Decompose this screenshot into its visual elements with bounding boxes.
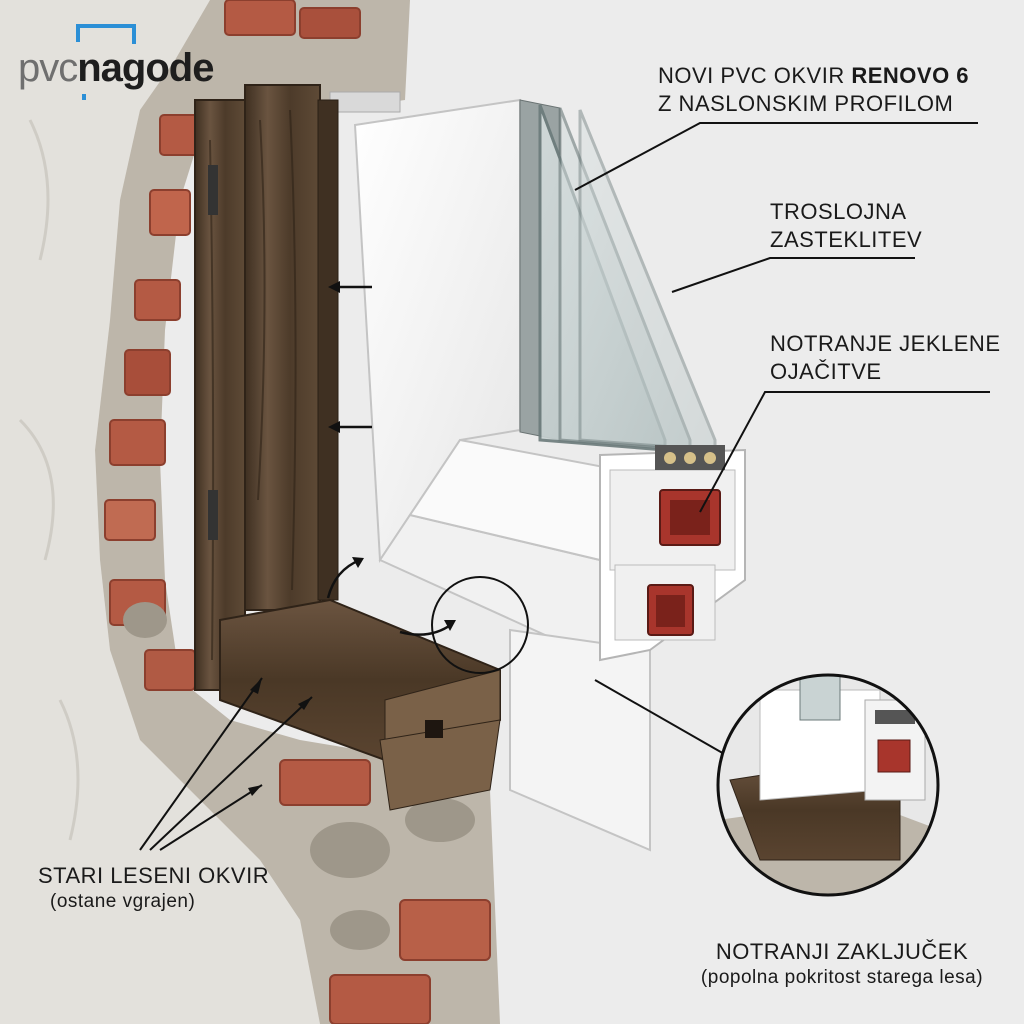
leader-lines [139, 122, 990, 851]
label-steel-reinforcement: NOTRANJE JEKLENE OJAČITVE [770, 330, 1001, 386]
logo-mark [76, 24, 136, 100]
old-frame-label-line2: (ostane vgrajen) [50, 891, 196, 912]
logo-text: pvcnagode [18, 46, 214, 91]
old-wooden-frame [194, 84, 501, 811]
plaster-wall [0, 0, 320, 1024]
label-old-wooden-frame: STARI LESENI OKVIR (ostane vgrajen) [38, 862, 269, 914]
steel-label-line1: NOTRANJE JEKLENE [770, 331, 1001, 356]
finish-label-line1: NOTRANJI ZAKLJUČEK [715, 939, 969, 964]
glazing-label-line2: ZASTEKLITEV [770, 227, 923, 252]
frame-label-prefix: NOVI PVC OKVIR [658, 63, 852, 88]
bricks [104, 0, 491, 1024]
frame-label-model: RENOVO 6 [851, 63, 970, 88]
pvcnagode-logo: pvcnagode [18, 20, 223, 100]
steel-label-line2: OJAČITVE [770, 359, 882, 384]
logo-part1: pvc [18, 46, 78, 90]
label-inner-finish: NOTRANJI ZAKLJUČEK (popolna pokritost st… [672, 938, 1012, 990]
triple-glazing [519, 99, 725, 470]
label-new-pvc-frame: NOVI PVC OKVIR RENOVO 6 Z NASLONSKIM PRO… [658, 62, 969, 118]
frame-label-line2: Z NASLONSKIM PROFILOM [658, 91, 954, 116]
inner-finish-detail [718, 675, 938, 895]
magnifier-source [431, 576, 529, 674]
pvc-frame [353, 98, 746, 852]
logo-part2: nagode [77, 46, 214, 90]
glazing-label-line1: TROSLOJNA [770, 199, 907, 224]
finish-label-line2: (popolna pokritost starega lesa) [700, 967, 984, 988]
old-frame-label-line1: STARI LESENI OKVIR [38, 863, 270, 888]
arrow-heads [248, 678, 312, 796]
label-triple-glazing: TROSLOJNA ZASTEKLITEV [770, 198, 922, 254]
